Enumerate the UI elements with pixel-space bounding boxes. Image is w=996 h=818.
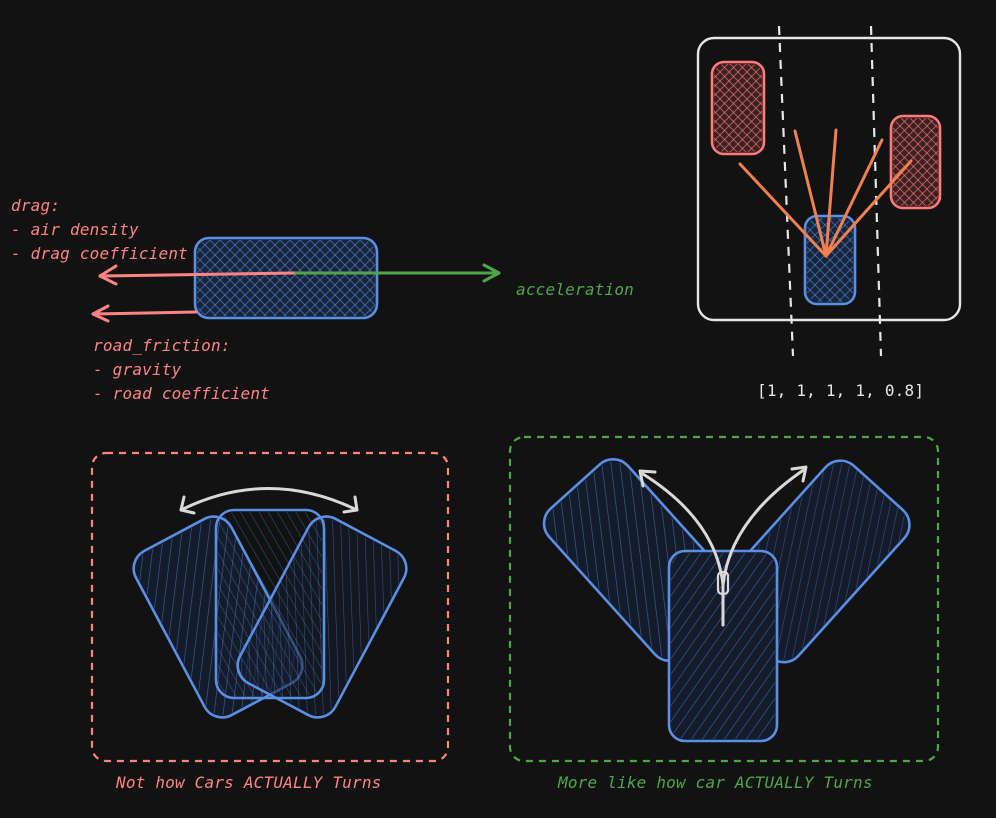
sensor-ray-4 [824, 138, 884, 258]
obstacle-left-hatch [714, 64, 762, 152]
drag-arrow [98, 271, 298, 278]
wrong-turn-arrowhead-left [179, 495, 196, 515]
sensor-diagram [696, 25, 962, 357]
drag-title: drag: [11, 196, 61, 215]
acceleration-label: acceleration [516, 280, 634, 299]
right-turn-panel [508, 435, 940, 763]
right-turn-arrowhead-right [790, 465, 808, 483]
wrong-turn-car-center-hatch [218, 512, 322, 696]
right-turn-frame [508, 435, 940, 763]
physics-car-hatch [197, 240, 375, 316]
road-friction-item-road-coefficient: - road coefficient [93, 384, 270, 403]
sensor-ray-5 [824, 159, 913, 258]
sensor-rays [738, 128, 913, 258]
right-turn-car-center-hatch [671, 553, 775, 739]
lane-line-right [869, 25, 883, 357]
drag-item-drag-coefficient: - drag coefficient [11, 244, 188, 263]
right-turn-arrow-left [641, 472, 725, 627]
obstacle-right-hatch [893, 118, 938, 206]
physics-car-group [91, 236, 501, 323]
road-friction-title: road_friction: [93, 336, 231, 355]
sensor-frame [696, 36, 962, 322]
sensor-ray-1 [738, 162, 828, 258]
wrong-turn-caption: Not how Cars ACTUALLY Turns [116, 773, 382, 792]
road-friction-arrow [91, 310, 198, 316]
sensor-ray-2 [793, 129, 828, 258]
right-turn-arrowhead-left [638, 469, 657, 488]
wrong-turn-car-center-body [214, 508, 326, 700]
acceleration-arrowhead [482, 263, 501, 283]
right-turn-pivot [716, 570, 730, 596]
right-turn-caption: More like how car ACTUALLY Turns [558, 773, 873, 792]
drag-item-air-density: - air density [11, 220, 139, 239]
wrong-turn-arrowhead-right [342, 495, 359, 514]
right-turn-car-center [667, 549, 779, 743]
road-friction-arrowhead [91, 304, 110, 323]
sensor-ray-3 [824, 128, 838, 258]
drag-arrowhead [98, 264, 118, 286]
sensor-readings: [1, 1, 1, 1, 0.8] [757, 381, 925, 400]
lane-line-left [777, 25, 795, 357]
wrong-turn-arrow [179, 487, 359, 512]
right-turn-arrow-right [721, 467, 807, 587]
road-friction-item-gravity: - gravity [93, 360, 182, 379]
sensor-car-hatch [807, 218, 853, 302]
wrong-turn-car-center [214, 508, 326, 700]
wrong-turn-panel [90, 451, 450, 763]
